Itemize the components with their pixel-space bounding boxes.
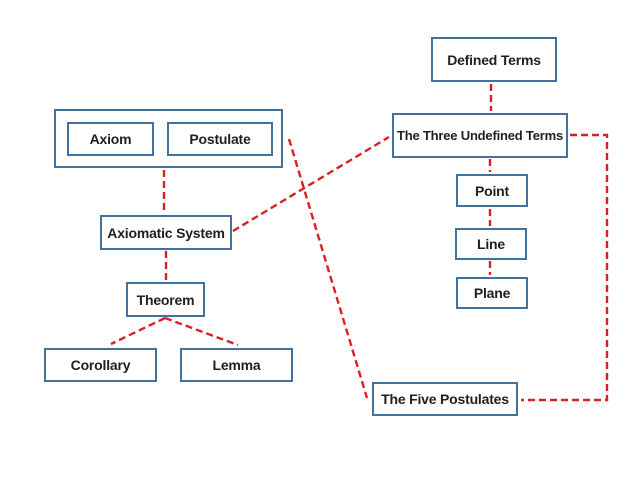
node-axiomatic-system: Axiomatic System xyxy=(100,215,232,250)
node-axiom: Axiom xyxy=(67,122,154,156)
connector-three-undefined-terms--five-postulates xyxy=(521,133,609,402)
node-theorem: Theorem xyxy=(126,282,205,317)
node-plane: Plane xyxy=(456,277,528,309)
node-postulate: Postulate xyxy=(167,122,273,156)
node-line: Line xyxy=(455,228,527,260)
node-corollary: Corollary xyxy=(44,348,157,382)
axiom-postulate-group: Axiom Postulate xyxy=(54,109,283,168)
node-lemma: Lemma xyxy=(180,348,293,382)
connector-axiom-postulate-group--five-postulates xyxy=(287,138,369,399)
node-defined-terms: Defined Terms xyxy=(431,37,557,82)
connector-theorem--corollary xyxy=(110,316,166,346)
node-point: Point xyxy=(456,174,528,207)
connector-theorem--lemma xyxy=(164,316,239,347)
node-three-undefined-terms: The Three Undefined Terms xyxy=(392,113,568,158)
node-five-postulates: The Five Postulates xyxy=(372,382,518,416)
